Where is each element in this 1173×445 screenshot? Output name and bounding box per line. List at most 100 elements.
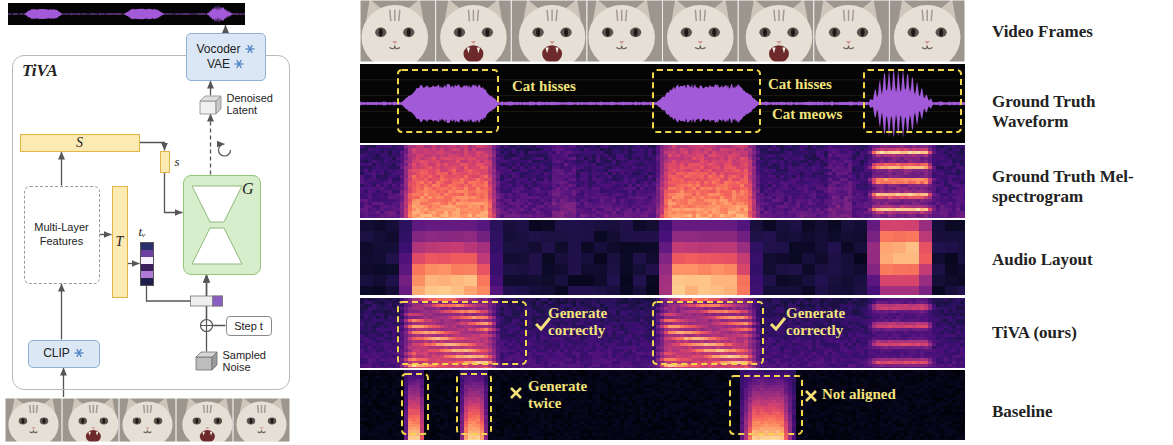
spectrogram-cell xyxy=(628,193,633,197)
spectrogram-cell xyxy=(540,184,545,188)
spectrogram-cell xyxy=(524,172,529,176)
cat-stripe xyxy=(547,10,548,21)
spectrogram-cell xyxy=(608,199,613,203)
spectrogram-cell xyxy=(568,145,573,149)
spectrogram-cell xyxy=(552,214,557,218)
spectrogram-cell xyxy=(536,211,541,215)
spectrogram-cell xyxy=(528,181,533,185)
spectrogram-cell xyxy=(532,181,537,185)
spectrogram-cell xyxy=(624,172,629,176)
spectrogram-cell xyxy=(568,193,573,197)
spectrogram-cell xyxy=(420,145,425,149)
spectrogram-cell xyxy=(436,193,441,197)
spectrogram-cell xyxy=(364,211,369,215)
spectrogram-cell xyxy=(512,169,517,173)
spectrogram-cell xyxy=(540,160,545,164)
spectrogram-cell xyxy=(588,157,593,161)
spectrogram-cell xyxy=(608,181,613,185)
spectrogram-cell xyxy=(572,166,577,170)
spectrogram-cell xyxy=(416,175,421,179)
spectrogram-cell xyxy=(644,163,649,167)
spectrogram-cell xyxy=(596,154,601,158)
spectrogram-cell xyxy=(628,199,633,203)
spectrogram-cell xyxy=(376,154,381,158)
spectrogram-cell xyxy=(512,217,517,218)
spectrogram-cell xyxy=(536,160,541,164)
spectrogram-cell xyxy=(472,202,477,206)
spectrogram-cell xyxy=(536,178,541,182)
spectrogram-cell xyxy=(588,169,593,173)
spectrogram-cell xyxy=(544,193,549,197)
spectrogram-cell xyxy=(504,205,509,209)
spectrogram-cell xyxy=(400,214,405,218)
cat-pupil xyxy=(407,28,411,36)
spectrogram-cell xyxy=(372,190,377,194)
spectrogram-cell xyxy=(368,211,373,215)
cat-pupil xyxy=(249,418,252,423)
spectrogram-cell xyxy=(512,172,517,176)
spectrogram-cell xyxy=(528,172,533,176)
spectrogram-cell xyxy=(512,160,517,164)
spectrogram-cell xyxy=(500,205,505,209)
spectrogram-cell xyxy=(456,178,461,182)
spectrogram-cell xyxy=(540,190,545,194)
spectrogram-cell xyxy=(548,202,553,206)
spectrogram-cell xyxy=(408,178,413,182)
spectrogram-cell xyxy=(612,199,617,203)
spectrogram-cell xyxy=(520,163,525,167)
spectrogram-cell xyxy=(544,208,549,212)
spectrogram-cell xyxy=(636,187,641,191)
spectrogram-cell xyxy=(628,151,633,155)
spectrogram-cell xyxy=(620,202,625,206)
spectrogram-cell xyxy=(540,175,545,179)
spectrogram-cell xyxy=(468,166,473,170)
spectrogram-cell xyxy=(408,196,413,200)
spectrogram-cell xyxy=(416,163,421,167)
spectrogram-cell xyxy=(612,187,617,191)
spectrogram-cell xyxy=(524,151,529,155)
spectrogram-cell xyxy=(528,151,533,155)
spectrogram-cell xyxy=(420,181,425,185)
spectrogram-cell xyxy=(500,184,505,188)
spectrogram-cell xyxy=(404,196,409,200)
spectrogram-cell xyxy=(584,214,589,218)
spectrogram-cell xyxy=(504,163,509,167)
spectrogram-cell xyxy=(428,160,433,164)
spectrogram-cell xyxy=(480,157,485,161)
spectrogram-cell xyxy=(392,190,397,194)
spectrogram-cell xyxy=(436,196,441,200)
spectrogram-cell xyxy=(516,160,521,164)
spectrogram-cell xyxy=(584,169,589,173)
spectrogram-cell xyxy=(532,178,537,182)
spectrogram-cell xyxy=(432,196,437,200)
spectrogram-cell xyxy=(600,163,605,167)
spectrogram-cell xyxy=(592,199,597,203)
spectrogram-cell xyxy=(448,193,453,197)
spectrogram-cell xyxy=(608,196,613,200)
spectrogram-cell xyxy=(532,217,537,218)
spectrogram-cell xyxy=(608,157,613,161)
spectrogram-cell xyxy=(564,184,569,188)
spectrogram-cell xyxy=(396,151,401,155)
spectrogram-cell xyxy=(420,151,425,155)
spectrogram-cell xyxy=(636,148,641,152)
spectrogram-cell xyxy=(448,190,453,194)
spectrogram-cell xyxy=(580,205,585,209)
spectrogram-cell xyxy=(440,172,445,176)
spectrogram-cell xyxy=(500,178,505,182)
spectrogram-cell xyxy=(472,190,477,194)
spectrogram-cell xyxy=(416,211,421,215)
spectrogram-cell xyxy=(384,157,389,161)
spectrogram-cell xyxy=(448,184,453,188)
spectrogram-cell xyxy=(596,199,601,203)
spectrogram-cell xyxy=(380,160,385,164)
spectrogram-cell xyxy=(496,199,501,203)
video-frame xyxy=(663,0,739,69)
spectrogram-cell xyxy=(524,166,529,170)
spectrogram-cell xyxy=(368,169,373,173)
spectrogram-cell xyxy=(540,145,545,149)
spectrogram-cell xyxy=(452,166,457,170)
spectrogram-cell xyxy=(512,205,517,209)
spectrogram-cell xyxy=(372,184,377,188)
spectrogram-cell xyxy=(500,154,505,158)
